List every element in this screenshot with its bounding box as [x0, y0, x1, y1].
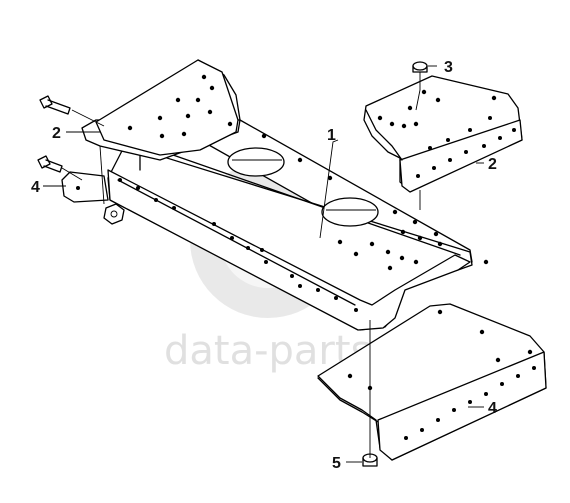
bolt-icon	[39, 95, 71, 115]
callout-3: 3	[444, 59, 453, 76]
callout-1: 1	[327, 127, 336, 144]
nut-icon	[103, 203, 125, 225]
bolt-icon	[37, 155, 63, 173]
alignment-lines	[61, 89, 421, 440]
callout-5: 5	[332, 455, 341, 472]
frame-holes	[127, 74, 489, 271]
bolt-icon	[412, 61, 428, 90]
channel-holes	[118, 178, 358, 312]
bolt-icon	[362, 440, 378, 467]
upper-right-bracket-part	[363, 75, 523, 193]
callout-2: 2	[52, 125, 61, 142]
main-frame-part	[81, 59, 489, 331]
callout-4: 4	[31, 179, 40, 196]
callout-4: 4	[488, 400, 497, 417]
left-bracket-part	[61, 171, 109, 203]
callout-2: 2	[488, 156, 497, 173]
leader-lines	[43, 65, 484, 463]
lower-right-bracket-part	[317, 303, 547, 461]
